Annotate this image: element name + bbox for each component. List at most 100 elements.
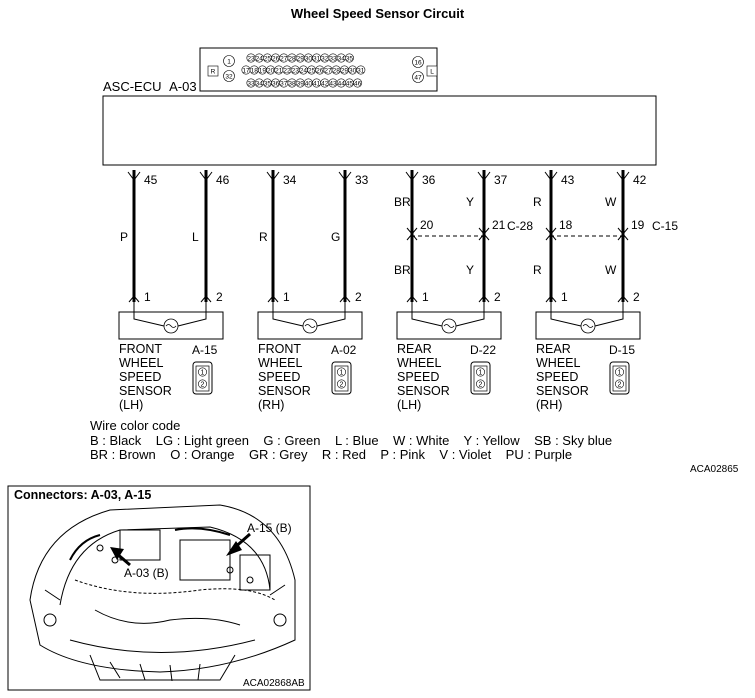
ecu-pin-row2-number: 29 <box>341 67 349 74</box>
wire-ecu-terminal <box>477 171 491 181</box>
sensor-connector-id: D-15 <box>609 343 636 357</box>
ecu-side-pin-ring <box>412 56 424 68</box>
ecu-pin-row3-number: 35 <box>264 80 272 87</box>
diagram-title: Wheel Speed Sensor Circuit <box>290 6 465 21</box>
engine-bay-illustration <box>29 504 296 682</box>
sensor-pin-label: 1 <box>422 290 429 304</box>
ecu-pin-row1-number: 34 <box>338 55 346 62</box>
wire-sensor-terminal <box>128 295 140 303</box>
ecu-pin-label: 36 <box>422 173 436 187</box>
connector-panel-frame <box>7 485 311 691</box>
sensor-connector-pin-number: 2 <box>201 382 205 389</box>
sensor-pin-label: 2 <box>216 290 223 304</box>
sensor-connector-id: D-22 <box>470 343 497 357</box>
sensor-wave <box>304 324 316 328</box>
wire-color-code: W <box>605 195 617 209</box>
ecu-pin-row3-number: 37 <box>280 80 288 87</box>
sensor-wave <box>582 324 594 328</box>
wire-color-code: L <box>192 230 199 244</box>
ecu-pin-label: 43 <box>561 173 575 187</box>
sensor-name: REAR WHEEL SPEED SENSOR (LH) <box>397 342 450 412</box>
ecu-side-pin-ring <box>412 71 424 83</box>
sensor-connector-id: A-02 <box>331 343 357 357</box>
ecu-pin-row3-number: 44 <box>338 80 346 87</box>
circuit-ref-code: ACA02865 <box>690 464 739 475</box>
sensor-pin-label: 2 <box>494 290 501 304</box>
ecu-pin-row3-number: 40 <box>305 80 313 87</box>
ecu-pin-row2-number: 23 <box>292 67 300 74</box>
ecu-pin-row3-number: 33 <box>247 80 255 87</box>
sensor-connector-pin-number: 2 <box>479 382 483 389</box>
ecu-pin-row2-number: 18 <box>251 67 259 74</box>
ecu-connector-id: A-03 <box>169 79 197 94</box>
wire-color-code: Y <box>466 195 475 209</box>
sensor-connector-pin-ring <box>336 379 346 389</box>
connector-panel-ref: ACA02868AB <box>243 678 305 689</box>
wire-color-code-lower: BR <box>394 263 411 277</box>
ecu-side-pin-ring <box>223 55 235 67</box>
ecu-pin-row1-number: 32 <box>321 55 329 62</box>
wire-ecu-terminal <box>127 171 141 181</box>
wire-color-code: P <box>120 230 129 244</box>
ecu-side-pin-ring <box>223 70 235 82</box>
sensor-connector-pin-ring <box>475 379 485 389</box>
sensor-connector-pin-number: 1 <box>618 370 622 377</box>
ecu-side-pin-number: 16 <box>414 60 422 67</box>
ecu-pin-label: 37 <box>494 173 508 187</box>
ecu-connector-marker-box <box>207 65 219 77</box>
ecu-pin-row3-number: 36 <box>272 80 280 87</box>
legend-title: Wire color code <box>90 418 181 433</box>
wire-ecu-terminal <box>338 171 352 181</box>
ecu-pin-row2-number: 17 <box>242 67 250 74</box>
ecu-pin-row2-number: 24 <box>300 67 308 74</box>
ecu-pin-label: 45 <box>144 173 158 187</box>
sensor-lead-2 <box>316 302 346 327</box>
ecu-pin-label: 42 <box>633 173 647 187</box>
wire-color-code: R <box>259 230 268 244</box>
ecu-pin-row1-number: 31 <box>313 55 321 62</box>
ecu-pin-row2-number: 31 <box>357 67 365 74</box>
ecu-side-pin-number: 47 <box>414 75 422 82</box>
ecu-connector-marker-letter: R <box>211 69 216 76</box>
junction-pin-label: 20 <box>420 218 434 232</box>
ecu-pin-row1-number: 28 <box>288 55 296 62</box>
sensor-lead-1 <box>550 302 582 327</box>
wire-ecu-terminal <box>199 171 213 181</box>
sensor-connector-pin-number: 1 <box>479 370 483 377</box>
ecu-pin-row1-number: 35 <box>346 55 354 62</box>
sensor-connector-pin-number: 1 <box>340 370 344 377</box>
callout-a03: A-03 (B) <box>124 566 169 580</box>
sensor-lead-2 <box>455 302 485 327</box>
junction-terminal-down <box>478 227 490 235</box>
sensor-lead-1 <box>411 302 443 327</box>
ecu-connector-marker-letter: L <box>430 69 434 76</box>
ecu-pin-row2-number: 21 <box>275 67 283 74</box>
wire-color-code: R <box>533 195 542 209</box>
sensor-name: REAR WHEEL SPEED SENSOR (RH) <box>536 342 589 412</box>
wire-sensor-terminal <box>617 295 629 303</box>
ecu-pin-row3-number: 34 <box>256 80 264 87</box>
sensor-connector-pin-number: 1 <box>201 370 205 377</box>
ecu-connector-marker-box <box>426 65 438 77</box>
ecu-pin-row1-number: 23 <box>247 55 255 62</box>
sensor-connector-pin-number: 2 <box>340 382 344 389</box>
ecu-pin-label: 34 <box>283 173 297 187</box>
wire-sensor-terminal <box>478 295 490 303</box>
ecu-pin-row3-ring <box>353 78 363 88</box>
sensor-connector-pin-ring <box>614 379 624 389</box>
ecu-pin-row2-number: 27 <box>324 67 332 74</box>
junction-terminal-down <box>406 227 418 235</box>
sensor-connector-pin-ring <box>475 367 485 377</box>
ecu-pin-row1-number: 24 <box>256 55 264 62</box>
junction-c28-id: C-28 <box>507 219 534 233</box>
junction-c15-id: C-15 <box>652 219 679 233</box>
ecu-label: ASC-ECU A-03 <box>103 79 197 94</box>
ecu-side-pin-number: 1 <box>227 59 231 66</box>
ecu-side-pin-number: 32 <box>225 74 233 81</box>
sensor-connector-pin-ring <box>198 367 208 377</box>
ecu-pin-label: 33 <box>355 173 369 187</box>
sensor-pin-label: 1 <box>283 290 290 304</box>
wire-ecu-terminal <box>405 171 419 181</box>
junction-pin-label: 21 <box>492 218 506 232</box>
